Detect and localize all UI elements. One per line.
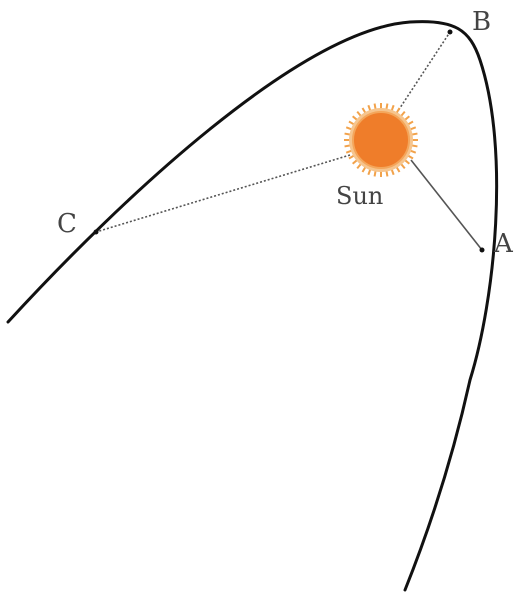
radius-line-b [392,32,450,120]
point-b-label: B [472,7,491,37]
point-b-marker [448,30,453,35]
point-a-marker [480,248,485,253]
sun-label: Sun [336,182,383,210]
radius-line-a [411,160,482,250]
sun-icon [344,103,418,177]
point-a-label: A [493,229,514,259]
orbit-path [8,22,497,590]
point-c-marker [94,230,99,235]
point-c-label: C [57,209,77,239]
